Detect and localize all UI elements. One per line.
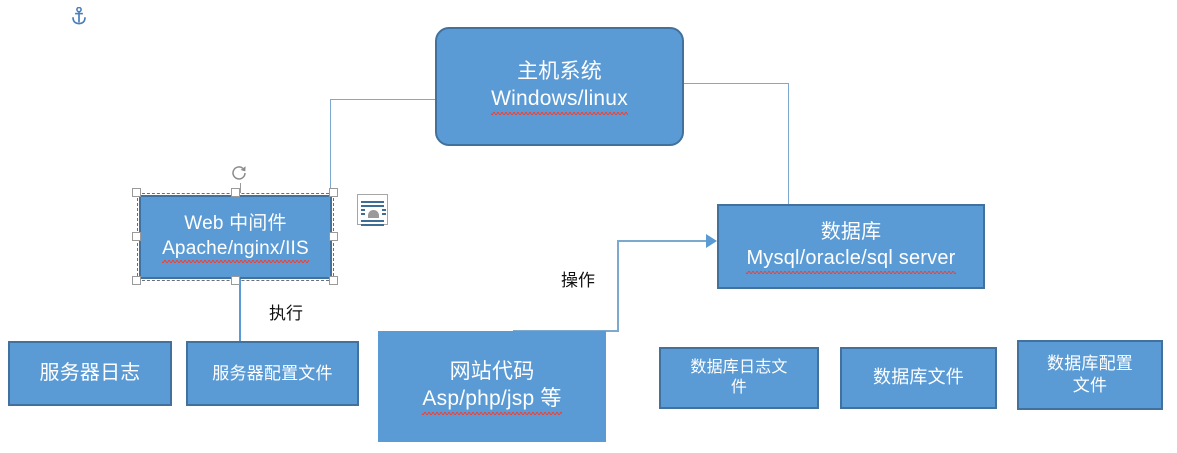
website-code-line1: 网站代码 [449,360,535,384]
server-log-node[interactable]: 服务器日志 [8,341,172,406]
server-log-label: 服务器日志 [39,361,141,384]
connector-label-operate: 操作 [561,271,595,291]
layout-options-tick-l2 [361,213,365,215]
database-log-file-node[interactable]: 数据库日志文 件 [659,347,819,409]
website-code-line2: Asp/php/jsp 等 [422,386,562,415]
layout-options-line-bottom2 [361,224,384,226]
layout-options-line-top [361,201,384,203]
resize-handle-top-right[interactable] [329,188,338,197]
connector-host-to-web-vertical [330,99,331,196]
layout-options-line-top2 [361,205,384,207]
database-log-file-line1: 数据库日志文 [690,358,788,376]
host-system-line1: 主机系统 [517,60,602,84]
resize-handle-bottom-left[interactable] [132,276,141,285]
layout-options-icon[interactable] [357,194,388,226]
resize-handle-top-center[interactable] [231,188,240,197]
connector-host-to-web-horizontal [330,99,436,100]
host-system-node[interactable]: 主机系统 Windows/linux [435,27,684,146]
connector-host-to-db-horizontal [684,83,789,84]
database-file-node[interactable]: 数据库文件 [840,347,997,409]
database-line2: Mysql/oracle/sql server [746,246,956,274]
database-node[interactable]: 数据库 Mysql/oracle/sql server [717,204,985,289]
server-config-file-node[interactable]: 服务器配置文件 [186,341,359,406]
rotate-handle[interactable] [229,163,249,183]
database-config-file-line2: 文件 [1072,376,1108,395]
website-code-node[interactable]: 网站代码 Asp/php/jsp 等 [378,331,606,442]
connector-code-to-db-arrowhead [706,234,717,248]
web-middleware-node[interactable]: Web 中间件 Apache/nginx/IIS [139,195,332,279]
resize-handle-middle-left[interactable] [132,232,141,241]
connector-code-to-db-horizontal [617,240,709,242]
layout-options-line-bottom [361,220,384,222]
database-file-label: 数据库文件 [873,367,964,388]
layout-options-wrap-row [361,209,386,218]
database-config-file-line1: 数据库配置 [1047,354,1133,374]
server-config-file-label: 服务器配置文件 [212,363,333,383]
database-log-file-line2: 件 [730,379,748,396]
web-middleware-line1: Web 中间件 [184,213,287,235]
resize-handle-bottom-right[interactable] [329,276,338,285]
database-config-file-node[interactable]: 数据库配置 文件 [1017,340,1163,410]
connector-code-to-db-vertical [617,240,619,332]
layout-options-tick-l1 [361,209,365,211]
resize-handle-top-left[interactable] [132,188,141,197]
host-system-line2: Windows/linux [491,86,628,115]
connector-config-to-web-line [239,248,241,341]
database-line1: 数据库 [820,221,882,244]
connector-host-to-db-vertical [788,83,789,205]
layout-options-tick-r2 [382,213,386,215]
layout-options-object-shape [368,210,379,218]
resize-handle-middle-right[interactable] [329,232,338,241]
anchor-icon [71,6,87,25]
rotation-stem [240,183,241,193]
resize-handle-bottom-center[interactable] [231,276,240,285]
layout-options-tick-r1 [382,209,386,211]
web-middleware-line2: Apache/nginx/IIS [162,237,309,264]
connector-label-execute: 执行 [269,304,303,324]
